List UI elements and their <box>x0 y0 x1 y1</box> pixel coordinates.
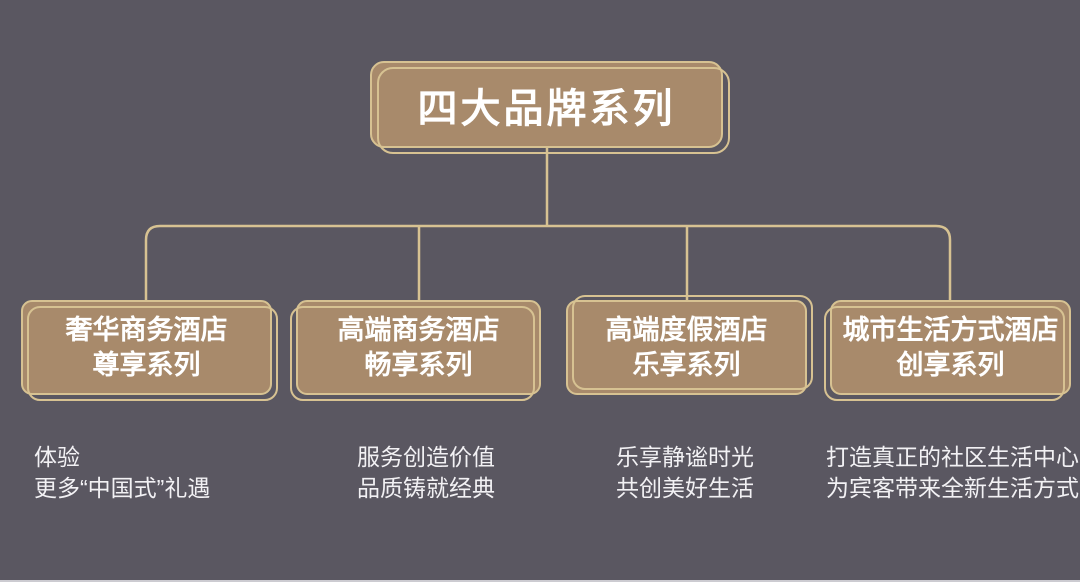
branch-node-highend-business: 高端商务酒店 畅享系列 <box>296 300 541 395</box>
root-node: 四大品牌系列 <box>370 61 723 148</box>
description-line: 品质铸就经典 <box>357 475 495 501</box>
branch-node-luxury-business: 奢华商务酒店 尊享系列 <box>21 300 272 395</box>
slide-bottom-edge-line <box>0 580 1080 582</box>
branch-series: 畅享系列 <box>364 349 473 380</box>
branch-node-city-lifestyle: 城市生活方式酒店 创享系列 <box>830 300 1071 395</box>
branch-series: 乐享系列 <box>632 349 741 380</box>
branch-description-luxury-business: 体验 更多“中国式”礼遇 <box>34 442 210 504</box>
description-line: 为宾客带来全新生活方式 <box>826 475 1079 501</box>
description-line: 乐享静谧时光 <box>616 444 754 470</box>
branch-name: 高端度假酒店 <box>605 314 768 345</box>
branch-rail-line <box>144 224 952 300</box>
branch-description-highend-resort: 乐享静谧时光 共创美好生活 <box>616 442 754 504</box>
description-line: 共创美好生活 <box>616 475 754 501</box>
branch-series: 尊享系列 <box>92 349 201 380</box>
branch-description-city-lifestyle: 打造真正的社区生活中心 为宾客带来全新生活方式 <box>826 442 1079 504</box>
branch-series: 创享系列 <box>896 349 1005 380</box>
description-line: 更多“中国式”礼遇 <box>34 475 211 501</box>
branch-name: 高端商务酒店 <box>337 314 500 345</box>
branch-description-highend-business: 服务创造价值 品质铸就经典 <box>357 442 495 504</box>
branch-node-highend-resort: 高端度假酒店 乐享系列 <box>566 300 807 395</box>
branch-name: 城市生活方式酒店 <box>842 314 1059 345</box>
description-line: 体验 <box>34 444 80 470</box>
root-node-label: 四大品牌系列 <box>417 86 676 131</box>
description-line: 服务创造价值 <box>357 444 495 470</box>
description-line: 打造真正的社区生活中心 <box>826 444 1079 470</box>
branch-name: 奢华商务酒店 <box>65 314 228 345</box>
